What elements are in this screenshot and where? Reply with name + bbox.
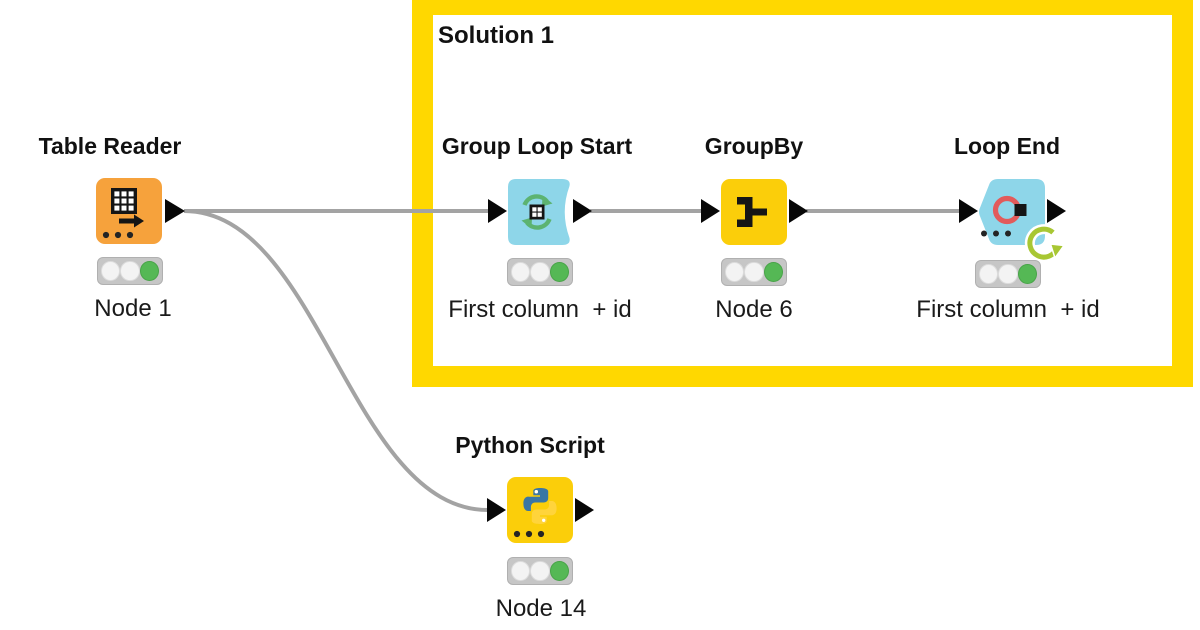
red-light (511, 561, 531, 581)
red-light (101, 261, 121, 281)
node-table-reader[interactable] (95, 177, 163, 245)
traffic-light-groupby (721, 258, 787, 286)
traffic-light-loop-end (975, 260, 1041, 288)
annotation-solution1[interactable]: Solution 1 (412, 0, 1193, 387)
amber-light (744, 262, 764, 282)
loop-arrow-icon (1024, 224, 1066, 263)
node-label-table-reader[interactable]: Node 1 (94, 295, 172, 322)
options-dots-icon (102, 231, 134, 239)
groupby-input-port[interactable] (701, 199, 720, 223)
options-dots-icon (981, 230, 1011, 237)
amber-light (530, 262, 550, 282)
amber-light (998, 264, 1018, 284)
amber-light (530, 561, 550, 581)
python-script-output-port[interactable] (575, 498, 594, 522)
group-loop-start-output-port[interactable] (573, 199, 592, 223)
loop-end-output-port[interactable] (1047, 199, 1066, 223)
node-title-groupby[interactable]: GroupBy (704, 133, 804, 159)
amber-light (120, 261, 140, 281)
loop-end-icon (992, 195, 1027, 225)
refresh-table-icon (521, 194, 553, 230)
node-title-python-script[interactable]: Python Script (455, 432, 605, 458)
python-script-input-port[interactable] (487, 498, 506, 522)
node-title-group-loop-start[interactable]: Group Loop Start (441, 133, 633, 159)
green-light (763, 262, 783, 282)
traffic-light-table-reader (97, 257, 163, 285)
node-label-python-script[interactable]: Node 14 (495, 595, 587, 622)
annotation-label: Solution 1 (438, 22, 554, 49)
green-light (1017, 264, 1037, 284)
node-body[interactable] (979, 179, 1045, 245)
group-loop-start-input-port[interactable] (488, 199, 507, 223)
python-icon (523, 488, 557, 524)
groupby-output-port[interactable] (789, 199, 808, 223)
red-light (979, 264, 999, 284)
node-groupby[interactable] (720, 178, 788, 246)
edge-tablereader-pythonscript[interactable] (183, 209, 489, 512)
green-light (549, 561, 569, 581)
node-label-groupby[interactable]: Node 6 (715, 296, 793, 323)
node-label-group-loop-start[interactable]: First column + id (448, 296, 632, 323)
node-title-loop-end[interactable]: Loop End (953, 133, 1061, 159)
groupby-icon (737, 197, 767, 227)
table-reader-output-port[interactable] (165, 199, 185, 223)
table-arrow-icon (111, 188, 144, 228)
red-light (725, 262, 745, 282)
node-group-loop-start[interactable] (506, 178, 574, 246)
node-title-table-reader[interactable]: Table Reader (38, 133, 182, 159)
node-label-loop-end[interactable]: First column + id (916, 296, 1100, 323)
green-light (139, 261, 159, 281)
node-loop-end[interactable] (978, 178, 1046, 246)
red-light (511, 262, 531, 282)
options-dots-icon (513, 530, 545, 538)
loop-end-input-port[interactable] (959, 199, 978, 223)
node-python-script[interactable] (506, 476, 574, 544)
green-light (549, 262, 569, 282)
traffic-light-python-script (507, 557, 573, 585)
traffic-light-group-loop-start (507, 258, 573, 286)
